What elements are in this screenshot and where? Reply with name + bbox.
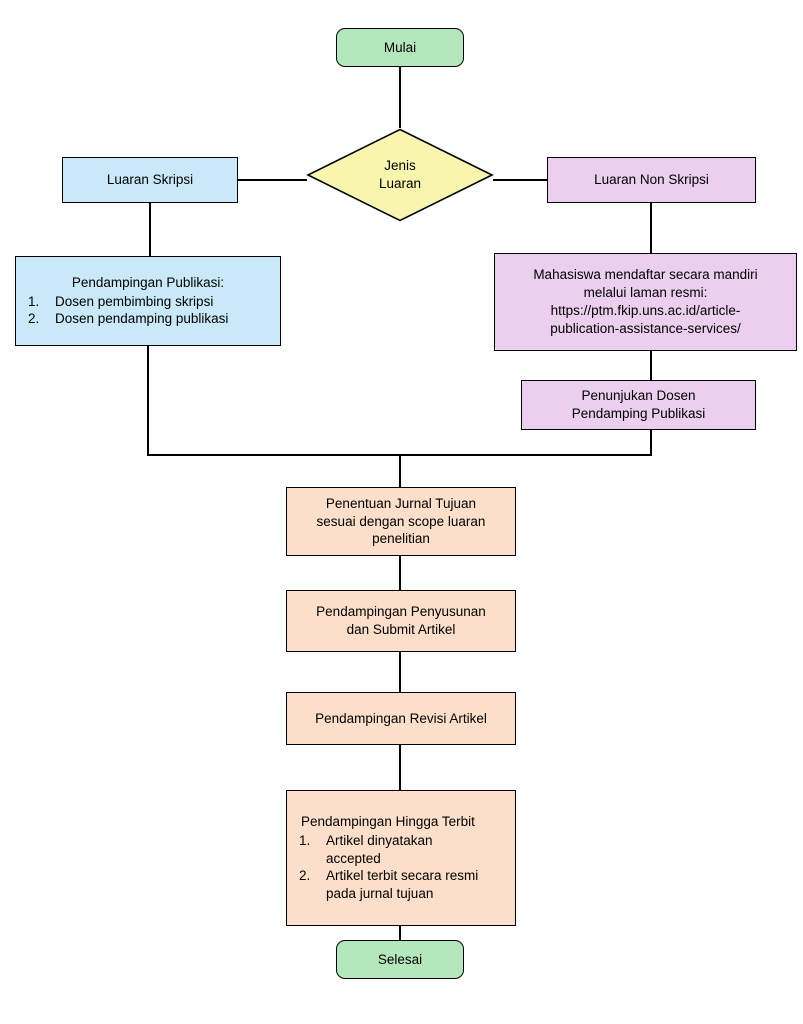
list-item-number: 2. xyxy=(299,868,311,884)
connector-luaran-skripsi-pendampingan xyxy=(149,203,151,256)
connector-pendaftaran-penunjukan xyxy=(650,351,652,380)
list-item: 2. Dosen pendamping publikasi xyxy=(28,310,268,328)
list-item-text: Artikel dinyatakan accepted xyxy=(326,832,433,866)
decision-diamond-shape xyxy=(306,128,494,222)
list-item: 2. Artikel terbit secara resmi pada jurn… xyxy=(299,867,503,903)
node-luaran-skripsi-label: Luaran Skripsi xyxy=(106,172,194,188)
node-hingga-terbit-title: Pendampingan Hingga Terbit xyxy=(301,813,475,829)
connector-penyusunan-revisi xyxy=(399,652,401,692)
node-luaran-skripsi: Luaran Skripsi xyxy=(62,157,238,203)
node-penunjukan-dosen-label: Penunjukan Dosen Pendamping Publikasi xyxy=(571,388,706,421)
node-pendampingan-publikasi-title: Pendampingan Publikasi: xyxy=(71,274,225,290)
node-revisi-artikel-label: Pendampingan Revisi Artikel xyxy=(315,710,487,726)
list-item-number: 1. xyxy=(28,293,40,309)
node-penentuan-jurnal-label: Penentuan Jurnal Tujuan sesuai dengan sc… xyxy=(316,495,486,547)
node-pendampingan-publikasi: Pendampingan Publikasi: 1. Dosen pembimb… xyxy=(15,256,281,346)
node-penunjukan-dosen: Penunjukan Dosen Pendamping Publikasi xyxy=(521,380,756,430)
list-item-text: Dosen pembimbing skripsi xyxy=(55,293,214,309)
list-item: 1. Dosen pembimbing skripsi xyxy=(28,293,268,311)
connector-penunjukan-merge xyxy=(650,430,652,456)
connector-penentuan-penyusunan xyxy=(399,556,401,590)
list-item-number: 1. xyxy=(299,832,311,848)
node-luaran-non-skripsi-label: Luaran Non Skripsi xyxy=(594,172,709,188)
decision-label: Jenis Luaran xyxy=(378,158,422,191)
connector-merge-penentuan xyxy=(399,455,401,487)
connector-decision-luaran-non-skripsi xyxy=(493,179,547,181)
end-node-label: Selesai xyxy=(377,951,423,967)
connector-terbit-end xyxy=(399,926,401,940)
node-pendaftaran-mandiri: Mahasiswa mendaftar secara mandiri melal… xyxy=(494,253,797,351)
connector-pendampingan-merge xyxy=(147,346,149,456)
list-item-text: Dosen pendamping publikasi xyxy=(55,311,229,327)
node-penentuan-jurnal: Penentuan Jurnal Tujuan sesuai dengan sc… xyxy=(286,487,516,556)
connector-decision-luaran-skripsi xyxy=(238,179,307,181)
node-pendaftaran-mandiri-label: Mahasiswa mendaftar secara mandiri melal… xyxy=(533,267,758,336)
list-item: 1. Artikel dinyatakan accepted xyxy=(299,832,503,868)
node-revisi-artikel: Pendampingan Revisi Artikel xyxy=(286,692,516,745)
node-luaran-non-skripsi: Luaran Non Skripsi xyxy=(547,157,756,203)
node-hingga-terbit: Pendampingan Hingga Terbit 1. Artikel di… xyxy=(286,790,516,926)
start-node-label: Mulai xyxy=(383,39,417,55)
connector-luaran-non-skripsi-pendaftaran xyxy=(650,203,652,253)
node-penyusunan-submit: Pendampingan Penyusunan dan Submit Artik… xyxy=(286,590,516,652)
connector-start-decision xyxy=(399,67,401,128)
connector-revisi-terbit xyxy=(399,745,401,790)
list-item-text: Artikel terbit secara resmi pada jurnal … xyxy=(326,868,479,902)
list-item-number: 2. xyxy=(28,311,40,327)
decision-jenis-luaran: Jenis Luaran xyxy=(306,128,494,222)
node-penyusunan-submit-label: Pendampingan Penyusunan dan Submit Artik… xyxy=(316,604,486,637)
end-node: Selesai xyxy=(336,940,464,979)
start-node: Mulai xyxy=(336,28,464,67)
